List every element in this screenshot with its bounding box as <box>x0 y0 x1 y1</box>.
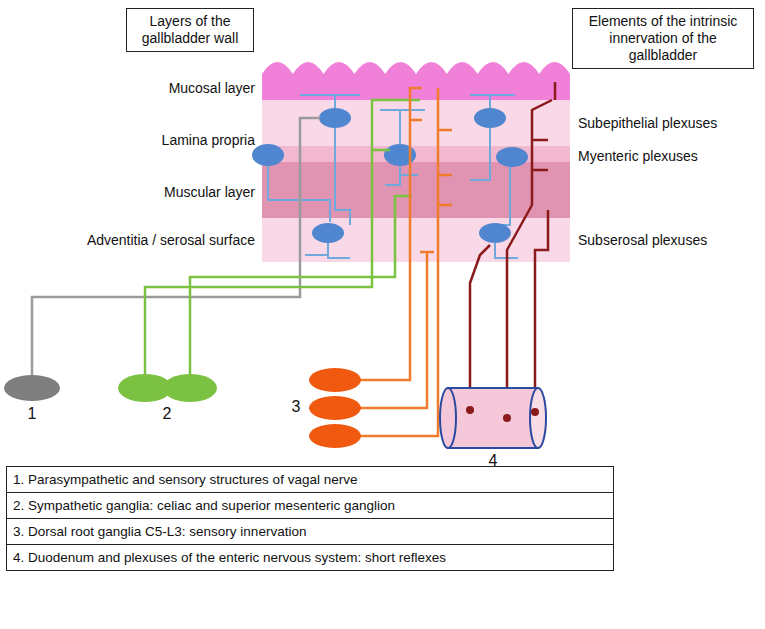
legend-row: 4. Duodenum and plexuses of the enteric … <box>6 544 614 571</box>
vagal-fibre <box>32 118 320 376</box>
plexus-label: Subepithelial plexuses <box>578 115 717 132</box>
sympathetic-ganglion <box>163 374 217 402</box>
legend-row: 3. Dorsal root ganglia C5-L3: sensory in… <box>6 518 614 545</box>
callout-number: 2 <box>163 405 172 422</box>
muscular-band <box>262 162 570 218</box>
adventitia-band <box>262 218 570 262</box>
plexus-label: Subserosal plexuses <box>578 232 707 249</box>
layer-label: Adventitia / serosal surface <box>87 232 255 249</box>
intrinsic-neurons <box>252 108 528 243</box>
layer-label: Mucosal layer <box>169 80 255 97</box>
layer-label: Lamina propria <box>162 132 255 149</box>
duodenum-cylinder <box>440 388 546 448</box>
plexus-label: Myenteric plexuses <box>578 148 698 165</box>
sensory-fibres <box>360 88 452 436</box>
enteric-fibres <box>470 82 555 415</box>
legend-text: 4. Duodenum and plexuses of the enteric … <box>13 549 607 566</box>
heading-text: Elements of the intrinsic innervation of… <box>579 13 747 64</box>
callout-number: 3 <box>292 398 301 415</box>
vagal-ganglion <box>4 375 60 401</box>
legend-text: 1. Parasympathetic and sensory structure… <box>13 471 607 488</box>
dorsal-root-ganglia <box>309 368 361 448</box>
legend-row: 2. Sympathetic ganglia: celiac and super… <box>6 492 614 519</box>
lamina-propria-band <box>262 100 570 146</box>
legend-row: 1. Parasympathetic and sensory structure… <box>6 466 614 493</box>
heading-box: Elements of the intrinsic innervation of… <box>572 8 754 69</box>
callout-number: 1 <box>28 405 37 422</box>
callout-number: 4 <box>489 452 498 469</box>
legend-text: 2. Sympathetic ganglia: celiac and super… <box>13 497 607 514</box>
intrinsic-neuron-fibres <box>268 95 518 258</box>
legend-text: 3. Dorsal root ganglia C5-L3: sensory in… <box>13 523 607 540</box>
heading-text: Layers of the gallbladder wall <box>133 13 247 47</box>
heading-box: Layers of the gallbladder wall <box>126 8 254 52</box>
layer-label: Muscular layer <box>164 184 255 201</box>
